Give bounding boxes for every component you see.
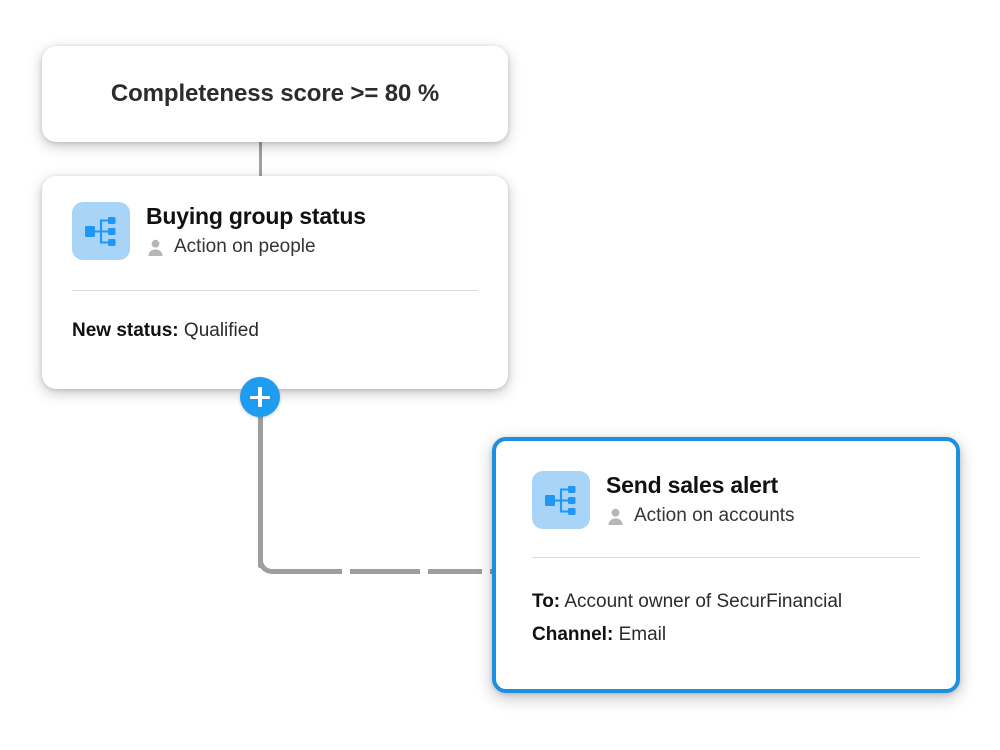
card-body: To: Account owner of SecurFinancial Chan… (532, 586, 920, 651)
person-icon (148, 239, 163, 256)
hierarchy-icon (72, 202, 130, 260)
field-value: Account owner of SecurFinancial (564, 591, 843, 612)
field-row: To: Account owner of SecurFinancial (532, 586, 920, 619)
field-row: New status: Qualified (72, 315, 478, 348)
person-icon (608, 508, 623, 525)
card-header-text: Buying group status Action on people (146, 202, 366, 258)
card-header: Send sales alert Action on accounts (532, 471, 920, 529)
field-row: Channel: Email (532, 619, 920, 652)
hierarchy-icon (532, 471, 590, 529)
connector-horizontal-dashed (288, 569, 514, 574)
field-label: Channel: (532, 623, 614, 645)
condition-node-text: Completeness score >= 80 % (110, 80, 440, 107)
action-node-send-sales-alert[interactable]: Send sales alert Action on accounts To: … (492, 437, 960, 693)
card-header-text: Send sales alert Action on accounts (606, 471, 795, 527)
connector-elbow (258, 540, 294, 574)
condition-node[interactable]: Completeness score >= 80 % (42, 46, 508, 142)
card-divider (72, 290, 478, 291)
field-label: To: (532, 591, 561, 612)
connector-vertical-drop (258, 396, 263, 568)
connector-condition-to-action (259, 140, 262, 178)
card-subtitle: Action on people (174, 236, 316, 258)
plus-icon-stem (258, 387, 262, 407)
card-subtitle-row: Action on people (146, 236, 366, 258)
field-value: Qualified (183, 320, 259, 341)
card-header: Buying group status Action on people (72, 202, 478, 260)
card-subtitle: Action on accounts (634, 505, 795, 527)
field-value: Email (618, 623, 667, 645)
card-title: Buying group status (146, 203, 366, 229)
action-node-buying-group-status[interactable]: Buying group status Action on people New… (42, 176, 508, 389)
card-divider (532, 557, 920, 558)
card-body: New status: Qualified (72, 315, 478, 348)
add-node-button[interactable] (240, 377, 280, 417)
field-label: New status: (72, 320, 179, 341)
card-subtitle-row: Action on accounts (606, 505, 795, 527)
card-title: Send sales alert (606, 472, 778, 498)
